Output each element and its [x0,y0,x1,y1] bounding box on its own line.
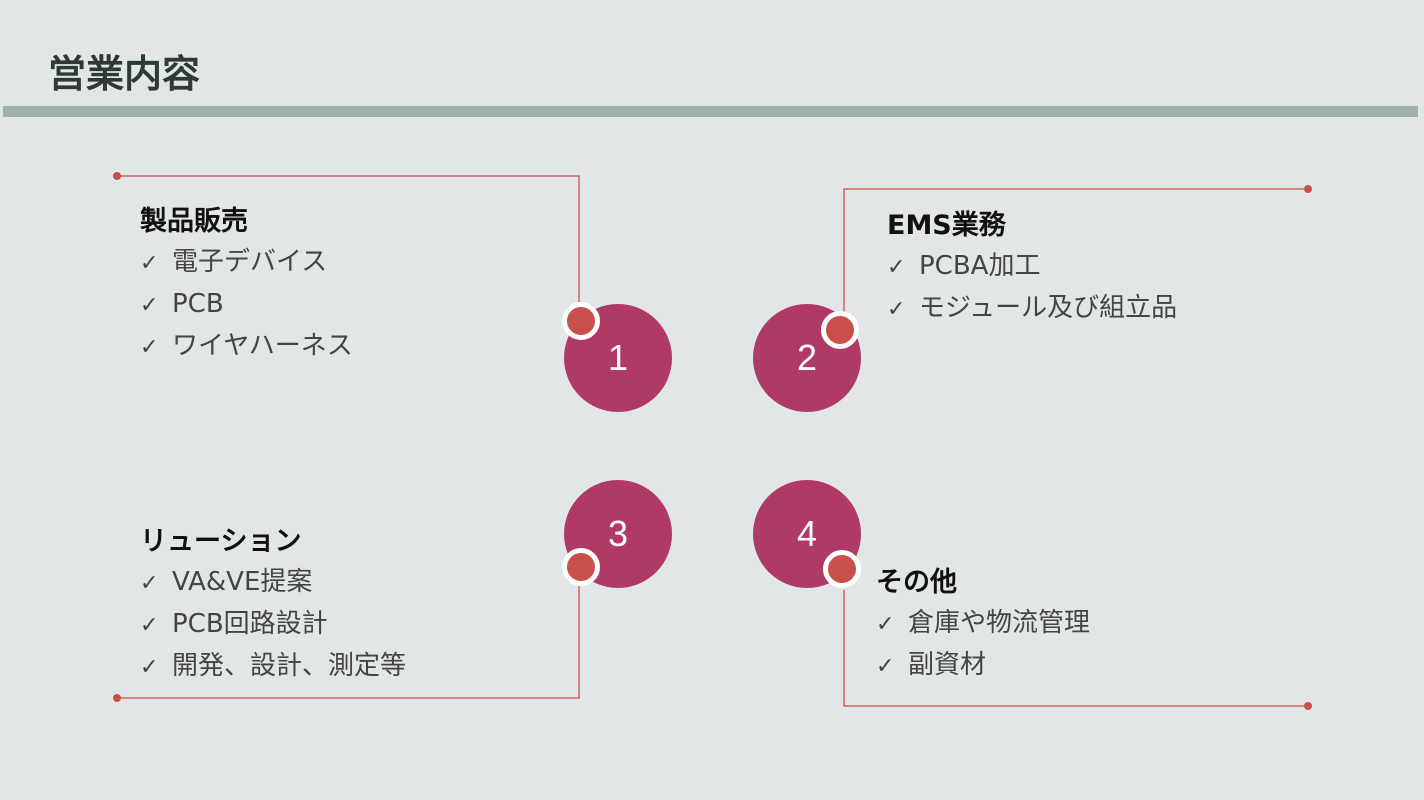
section-block-1: 製品販売 ✓ 電子デバイス ✓ PCB ✓ ワイヤハーネス [140,202,353,368]
ring-marker-2 [821,311,859,349]
list-item-text: PCBA加工 [919,251,1041,281]
list-item-text: モジュール及び組立品 [919,293,1178,323]
connector-line-1 [117,175,580,302]
section-title: その他 [876,567,957,598]
list-item: ✓ VA&VE提案 [140,562,406,604]
connector-line-3 [117,586,580,699]
list-item-text: VA&VE提案 [172,567,313,597]
connector-end-dot-3 [113,694,121,702]
checkmark-icon: ✓ [887,255,906,280]
checkmark-icon: ✓ [140,571,159,596]
list-item-text: PCB [172,289,224,319]
list-item: ✓ 倉庫や物流管理 [876,603,1090,645]
checkmark-icon: ✓ [140,655,159,680]
ring-marker-4 [823,550,861,588]
connector-line-4 [843,590,1308,707]
list-item-text: ワイヤハーネス [172,331,353,361]
connector-end-dot-2 [1304,185,1312,193]
list-item: ✓ PCB回路設計 [140,604,406,646]
checkmark-icon: ✓ [140,335,159,360]
list-item-text: 副資材 [908,650,987,680]
page-title: 営業内容 [48,52,201,96]
ring-marker-1 [562,302,600,340]
section-block-2: EMS業務 ✓ PCBA加工 ✓ モジュール及び組立品 [887,206,1177,330]
list-item-text: PCB回路設計 [172,609,328,639]
list-item-text: 電子デバイス [172,247,328,277]
section-item-list: ✓ 倉庫や物流管理 ✓ 副資材 [876,603,1090,687]
section-title: EMS業務 [887,210,1006,241]
list-item: ✓ 副資材 [876,645,1090,687]
checkmark-icon: ✓ [876,612,895,637]
section-item-list: ✓ 電子デバイス ✓ PCB ✓ ワイヤハーネス [140,242,353,368]
list-item: ✓ 開発、設計、測定等 [140,646,406,688]
section-item-list: ✓ VA&VE提案 ✓ PCB回路設計 ✓ 開発、設計、測定等 [140,562,406,688]
list-item: ✓ ワイヤハーネス [140,326,353,368]
section-block-4: その他 ✓ 倉庫や物流管理 ✓ 副資材 [876,563,1090,687]
checkmark-icon: ✓ [876,654,895,679]
title-underline-bar [3,106,1418,117]
ring-marker-3 [562,548,600,586]
list-item: ✓ モジュール及び組立品 [887,288,1177,330]
list-item-text: 開発、設計、測定等 [172,651,407,681]
checkmark-icon: ✓ [887,297,906,322]
list-item: ✓ PCBA加工 [887,246,1177,288]
section-number-circle-1: 1 [564,304,672,412]
list-item: ✓ 電子デバイス [140,242,353,284]
connector-end-dot-1 [113,172,121,180]
section-title: 製品販売 [140,206,248,237]
checkmark-icon: ✓ [140,293,159,318]
section-item-list: ✓ PCBA加工 ✓ モジュール及び組立品 [887,246,1177,330]
list-item-text: 倉庫や物流管理 [908,608,1091,638]
section-number-circle-2: 2 [753,304,861,412]
section-title: リューション [140,526,302,557]
checkmark-icon: ✓ [140,613,159,638]
section-block-3: リューション ✓ VA&VE提案 ✓ PCB回路設計 ✓ 開発、設計、測定等 [140,522,406,688]
checkmark-icon: ✓ [140,251,159,276]
list-item: ✓ PCB [140,284,353,326]
connector-end-dot-4 [1304,702,1312,710]
connector-line-2 [843,188,1308,318]
